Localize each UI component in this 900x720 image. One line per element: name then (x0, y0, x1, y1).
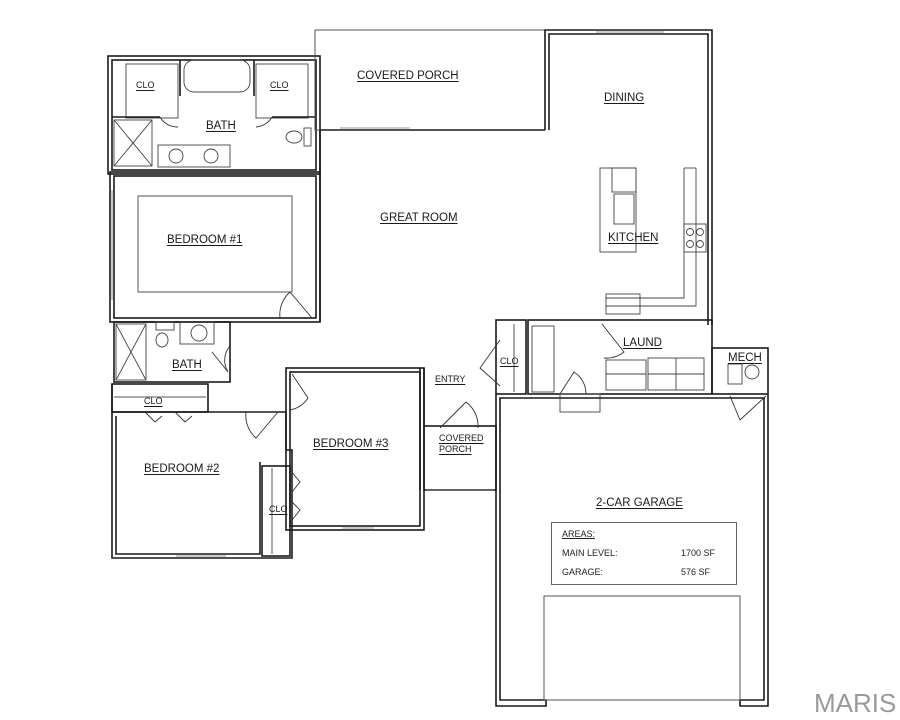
room-label-great-room: GREAT ROOM (380, 212, 458, 224)
areas-title: AREAS: (562, 529, 596, 539)
mech-walls (711, 347, 769, 421)
room-label-entry: ENTRY (435, 374, 466, 384)
room-label-master-clo-left: CLO (136, 80, 155, 90)
room-label-bedroom3: BEDROOM #3 (313, 438, 389, 450)
hall-bath (113, 321, 231, 383)
room-label-master-clo-right: CLO (270, 80, 289, 90)
room-label-kitchen: KITCHEN (608, 232, 659, 244)
maris-watermark: MARIS (814, 688, 897, 718)
room-label-bedroom3-clo: CLO (269, 504, 288, 514)
areas-main-level-value: 1700 SF (681, 548, 716, 558)
areas-table: AREAS: MAIN LEVEL: 1700 SF GARAGE: 576 S… (551, 522, 737, 585)
areas-garage-label: GARAGE: (562, 567, 604, 577)
room-label-mech: MECH (728, 352, 762, 364)
room-label-garage: 2-CAR GARAGE (596, 497, 683, 509)
room-label-front-porch-line2: PORCH (439, 444, 472, 454)
garage-walls (495, 394, 769, 707)
bedroom1-walls (109, 171, 321, 323)
areas-main-level-label: MAIN LEVEL: (562, 548, 618, 558)
laundry-walls (527, 319, 713, 413)
room-label-bedroom2: BEDROOM #2 (144, 463, 220, 475)
room-label-covered-porch-rear: COVERED PORCH (357, 70, 459, 82)
room-label-laund: LAUND (623, 337, 662, 349)
master-suite-walls (107, 55, 321, 175)
bedroom3-walls (261, 367, 425, 557)
areas-garage-value: 576 SF (681, 567, 711, 577)
room-label-hall-clo: CLO (144, 396, 163, 406)
main-living-walls (319, 29, 713, 325)
room-label-dining: DINING (604, 92, 645, 104)
room-label-front-porch-line1: COVERED (439, 433, 484, 443)
entry-porch (419, 319, 527, 491)
room-label-hall-bath: BATH (172, 359, 202, 371)
room-label-master-bath: BATH (206, 120, 236, 132)
room-label-bedroom1: BEDROOM #1 (167, 234, 243, 246)
room-label-entry-clo: CLO (500, 356, 519, 366)
